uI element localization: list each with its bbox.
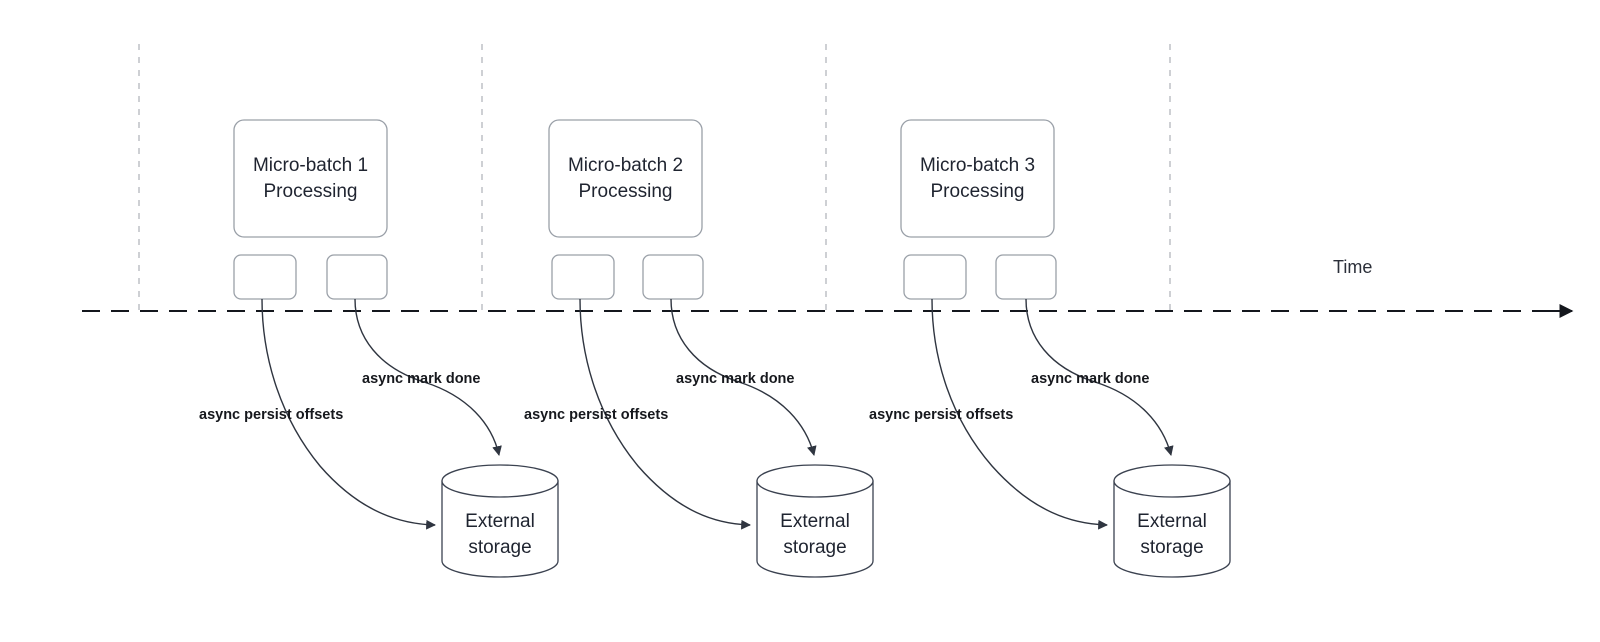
micro-batch-3-persist-task-box[interactable] — [903, 254, 967, 300]
external-storage-label-line1-3: External — [1137, 511, 1207, 532]
micro-batch-3-mark-done-connector — [1025, 298, 1174, 456]
external-storage-label-line2-1: storage — [468, 537, 531, 558]
micro-batch-1-label-line2: Processing — [264, 181, 358, 202]
external-storage-top-1 — [441, 464, 559, 498]
micro-batch-2-persist-offsets-connector — [579, 298, 751, 530]
micro-batch-3-external-storage[interactable]: External storage — [1113, 464, 1231, 578]
micro-batch-1-external-storage[interactable]: External storage — [441, 464, 559, 578]
micro-batch-1-label-line1: Micro-batch 1 — [253, 155, 368, 176]
micro-batch-1-mark-done-connector — [354, 298, 502, 456]
external-storage-label-line2-2: storage — [783, 537, 846, 558]
micro-batch-2-box[interactable] — [548, 119, 703, 238]
micro-batch-3-label-line2: Processing — [931, 181, 1025, 202]
micro-batch-3-mark-done-label: async mark done — [1031, 371, 1149, 387]
external-storage-label-line1-1: External — [465, 511, 535, 532]
micro-batch-2-mark-done-label: async mark done — [676, 371, 794, 387]
group-micro-batch-2: Micro-batch 2 Processing async persist o… — [524, 119, 874, 578]
micro-batch-2-persist-offsets-label: async persist offsets — [524, 407, 668, 423]
time-axis-label: Time — [1333, 257, 1372, 277]
micro-batch-2-persist-task-box[interactable] — [551, 254, 615, 300]
micro-batch-1-persist-offsets-label: async persist offsets — [199, 407, 343, 423]
external-storage-body-1 — [441, 480, 559, 578]
external-storage-body-3 — [1113, 480, 1231, 578]
micro-batch-2-mark-done-connector — [670, 298, 817, 456]
timeline-tick-lines — [138, 44, 1171, 311]
external-storage-label-line1-2: External — [780, 511, 850, 532]
micro-batch-3-persist-offsets-connector — [931, 298, 1108, 530]
micro-batch-2-external-storage[interactable]: External storage — [756, 464, 874, 578]
micro-batch-2-label-line2: Processing — [579, 181, 673, 202]
micro-batch-2-label-line1: Micro-batch 2 — [568, 155, 683, 176]
micro-batch-3-mark-done-task-box[interactable] — [995, 254, 1057, 300]
external-storage-body-2 — [756, 480, 874, 578]
external-storage-top-3 — [1113, 464, 1231, 498]
micro-batch-1-mark-done-label: async mark done — [362, 371, 480, 387]
micro-batch-3-persist-offsets-label: async persist offsets — [869, 407, 1013, 423]
micro-batch-3-label-line1: Micro-batch 3 — [920, 155, 1035, 176]
micro-batch-1-persist-offsets-connector — [261, 298, 436, 530]
external-storage-label-line2-3: storage — [1140, 537, 1203, 558]
group-micro-batch-1: Micro-batch 1 Processing async persist o… — [199, 119, 559, 578]
micro-batch-1-persist-task-box[interactable] — [233, 254, 297, 300]
group-micro-batch-3: Micro-batch 3 Processing async persist o… — [869, 119, 1231, 578]
micro-batch-1-mark-done-task-box[interactable] — [326, 254, 388, 300]
micro-batch-3-box[interactable] — [900, 119, 1055, 238]
micro-batch-2-mark-done-task-box[interactable] — [642, 254, 704, 300]
external-storage-top-2 — [756, 464, 874, 498]
micro-batch-1-box[interactable] — [233, 119, 388, 238]
